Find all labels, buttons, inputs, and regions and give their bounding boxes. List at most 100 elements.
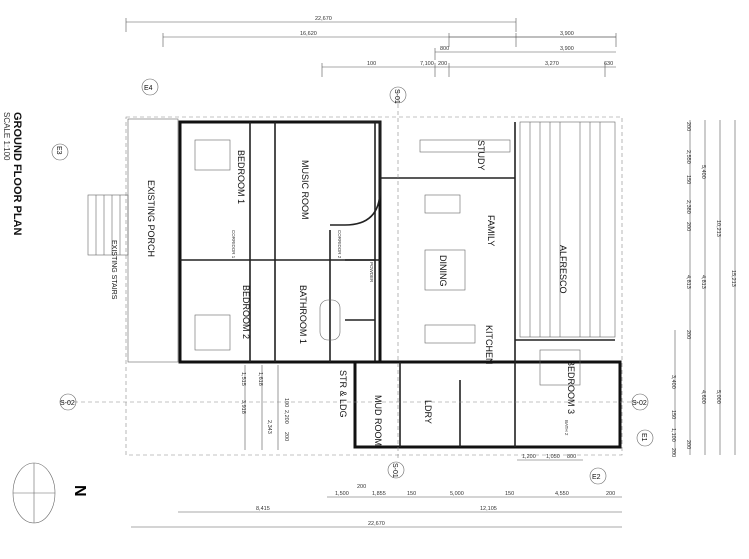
- dim-label: 2,343: [266, 420, 272, 434]
- room-label-alfresco: ALFRESCO: [558, 245, 568, 294]
- room-label-mud-room: MUD ROOM: [373, 395, 383, 446]
- svg-text:E4: E4: [144, 85, 153, 92]
- dim-label: 8,415: [256, 506, 270, 512]
- top-dimension-chain: 22,670 16,620 3,900 800 3,900 100 7,100 …: [125, 16, 617, 77]
- room-label-existing-stairs: EXISTING STAIRS: [110, 240, 117, 300]
- svg-text:S-02: S-02: [632, 400, 647, 407]
- bed-icon: [194, 314, 231, 351]
- dim-label: 200: [685, 440, 691, 449]
- left-dimension-chain: 1,515 1,618 3,918 2,343 200 2,200 100: [240, 365, 289, 450]
- svg-text:E3: E3: [55, 146, 62, 155]
- room-label-family: FAMILY: [486, 215, 496, 246]
- marker-s02-right: S-02: [631, 393, 649, 411]
- bed-icon: [539, 349, 581, 386]
- existing-stairs-treads: [87, 194, 129, 256]
- dim-label: 630: [604, 61, 613, 67]
- dim-label: 200: [685, 330, 691, 339]
- dim-label: 3,900: [560, 31, 574, 37]
- room-label-corridor-2: CORRIDOR 2: [337, 230, 342, 259]
- marker-e1: E1: [636, 429, 654, 447]
- dim-label: 100: [283, 398, 289, 407]
- dim-label: 5,000: [715, 390, 721, 404]
- dim-label: 150: [407, 491, 416, 497]
- dim-label: 3,900: [560, 46, 574, 52]
- elevation-section-markers: E4 E3 S-01 S-02 S-02 E1 E2 S-01: [51, 78, 654, 485]
- dim-label: 5,400: [700, 165, 706, 179]
- dim-label: 4,813: [685, 275, 691, 289]
- kitchen-island-icon: [424, 324, 476, 344]
- furniture: [194, 139, 581, 386]
- dim-label: 2,200: [283, 410, 289, 424]
- dim-label: 150: [670, 410, 676, 419]
- room-label-bath-2: BATH 2: [564, 420, 569, 436]
- dim-label: 16,620: [300, 31, 317, 37]
- room-label-kitchen: KITCHEN: [484, 325, 494, 365]
- dim-label: 200: [685, 222, 691, 231]
- dim-label: 10,213: [715, 220, 721, 237]
- dim-label: 12,105: [480, 506, 497, 512]
- room-label-bedroom-2: BEDROOM 2: [241, 285, 251, 339]
- building-walls: [60, 90, 640, 460]
- dim-label: 15,213: [730, 270, 736, 287]
- dim-label: 1,618: [257, 372, 263, 386]
- bed-icon: [194, 139, 231, 171]
- svg-text:S-02: S-02: [60, 400, 75, 407]
- svg-text:E1: E1: [640, 433, 647, 442]
- room-label-music-room: MUSIC ROOM: [300, 160, 310, 220]
- dim-label: 200: [685, 122, 691, 131]
- dim-label: 150: [685, 175, 691, 184]
- dim-label: 1,515: [240, 372, 246, 386]
- alfresco-decking: [529, 122, 601, 337]
- room-label-powder: POWDER: [369, 262, 374, 283]
- room-label-bedroom-1: BEDROOM 1: [236, 150, 246, 204]
- marker-e2: E2: [589, 467, 607, 485]
- room-label-bathroom-1: BATHROOM 1: [298, 285, 308, 344]
- marker-e3: E3: [51, 143, 69, 161]
- dim-label: 1,100: [670, 428, 676, 442]
- dim-label: 150: [505, 491, 514, 497]
- dim-label: 200: [606, 491, 615, 497]
- north-arrow: N: [12, 462, 88, 524]
- room-label-dining: DINING: [438, 255, 448, 287]
- plan-title-block: GROUND FLOOR PLAN SCALE 1:100: [2, 112, 23, 235]
- marker-s01-top: S-01: [389, 86, 407, 104]
- dim-label: 4,550: [555, 491, 569, 497]
- dim-label: 1,855: [372, 491, 386, 497]
- dim-label: 4,813: [700, 275, 706, 289]
- marker-s01-bottom: S-01: [387, 461, 405, 479]
- dim-label: 200: [670, 448, 676, 457]
- plan-scale: SCALE 1:100: [2, 112, 11, 161]
- dim-label: 1,200: [522, 454, 536, 460]
- dim-label: 800: [440, 46, 449, 52]
- room-label-corridor-1: CORRIDOR 1: [231, 230, 236, 259]
- bathtub-icon: [319, 299, 341, 341]
- plan-title: GROUND FLOOR PLAN: [11, 112, 23, 235]
- room-label-existing-porch: EXISTING PORCH: [146, 180, 156, 257]
- marker-s02-left: S-02: [59, 393, 77, 411]
- room-label-study: STUDY: [476, 140, 486, 171]
- dim-label: 200: [357, 484, 366, 490]
- svg-text:E2: E2: [592, 474, 601, 481]
- dim-label: 22,670: [315, 16, 332, 22]
- dim-label: 100: [367, 61, 376, 67]
- dim-label: 3,918: [240, 400, 246, 414]
- dim-label: 22,670: [368, 521, 385, 527]
- dim-label: 3,400: [670, 375, 676, 389]
- room-label-ldry: LDRY: [423, 400, 433, 424]
- dim-label: 800: [567, 454, 576, 460]
- room-label-bedroom-3: BEDROOM 3: [566, 360, 576, 414]
- dim-label: 5,000: [450, 491, 464, 497]
- study-desk-icon: [419, 139, 511, 153]
- dim-label: 2,550: [685, 150, 691, 164]
- dim-label: 200: [438, 61, 447, 67]
- north-label: N: [71, 485, 88, 497]
- dim-label: 200: [283, 432, 289, 441]
- dim-label: 4,600: [700, 390, 706, 404]
- dining-table-icon: [424, 249, 466, 291]
- svg-text:S-01: S-01: [391, 463, 398, 478]
- dim-label: 3,270: [545, 61, 559, 67]
- dim-label: 7,100: [420, 61, 434, 67]
- marker-e4: E4: [141, 78, 159, 96]
- dim-label: 1,500: [335, 491, 349, 497]
